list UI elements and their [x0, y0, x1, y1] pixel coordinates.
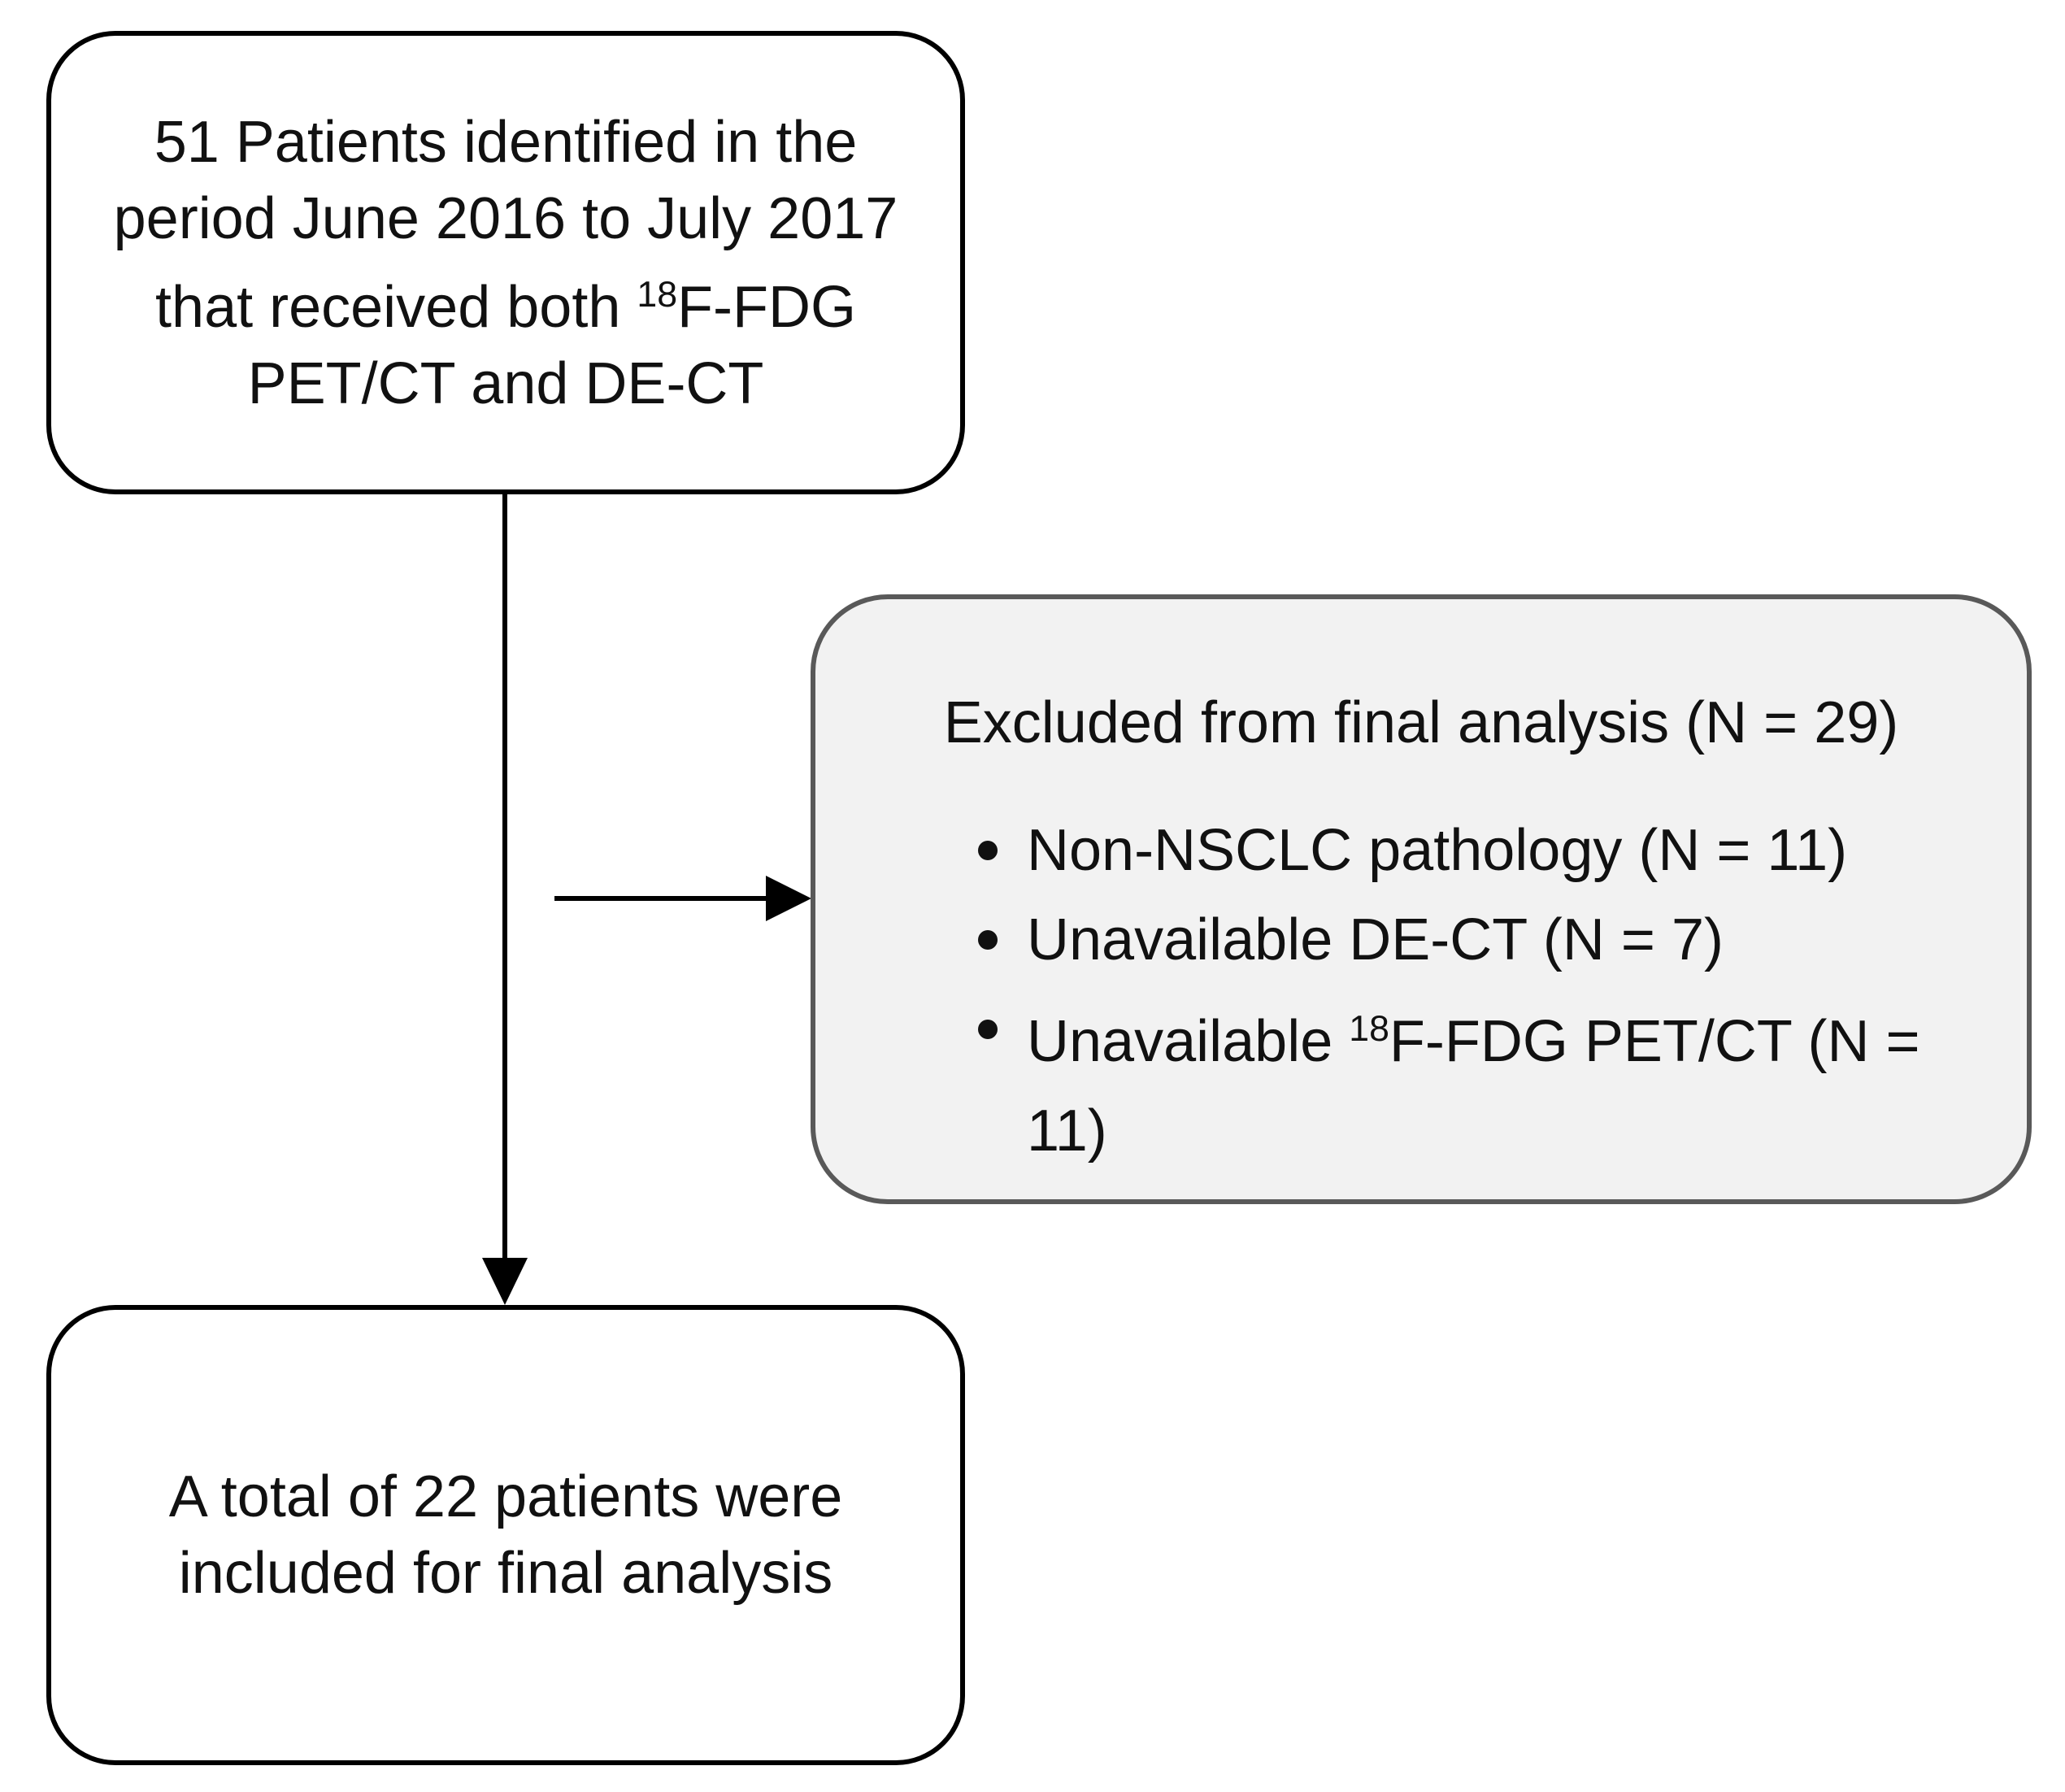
down-arrow-line	[502, 494, 507, 1258]
excluded-reasons-list: Non-NSCLC pathology (N = 11)Unavailable …	[978, 806, 1929, 1176]
superscript-isotope-label: 18	[637, 274, 678, 315]
identified-patients-box: 51 Patients identified in the period June…	[46, 31, 965, 494]
text-line: 51 Patients identified in the	[154, 109, 858, 175]
excluded-reason-item: Non-NSCLC pathology (N = 11)	[978, 806, 1929, 895]
text-line: PET/CT and DE-CT	[247, 350, 764, 416]
text-line: that received both 18F-FDG	[155, 274, 856, 340]
text-line: A total of 22 patients were	[168, 1464, 843, 1529]
excluded-box-title: Excluded from final analysis (N = 29)	[943, 690, 1899, 755]
arrowhead-right-icon	[766, 876, 811, 921]
superscript-isotope-label: 18	[1349, 1009, 1389, 1049]
right-arrow-line	[554, 896, 767, 901]
text-line: included for final analysis	[178, 1541, 833, 1606]
excluded-patients-box: Excluded from final analysis (N = 29) No…	[811, 594, 2032, 1204]
excluded-reason-item: Unavailable 18F-FDG PET/CT (N = 11)	[978, 985, 1929, 1176]
excluded-reason-item: Unavailable DE-CT (N = 7)	[978, 895, 1929, 985]
included-patients-box: A total of 22 patients were included for …	[46, 1305, 965, 1765]
arrowhead-down-icon	[482, 1258, 528, 1305]
text-line: period June 2016 to July 2017	[113, 185, 898, 251]
